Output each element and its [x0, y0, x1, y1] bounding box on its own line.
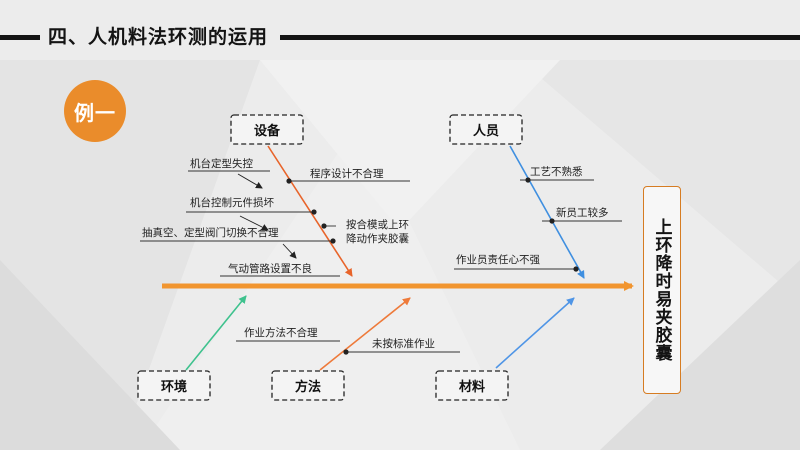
effect-box: 上环降时易夹胶囊 — [643, 186, 681, 394]
cause-equipment-6: 气动管路设置不良 — [228, 262, 312, 275]
category-box-environment — [137, 370, 211, 401]
example-badge: 例一 — [64, 80, 126, 142]
cause-equipment-2: 程序设计不合理 — [310, 167, 384, 180]
cause-dot-method-2 — [343, 349, 349, 355]
cause-personnel-2: 新员工较多 — [556, 206, 609, 219]
category-label-environment: 环境 — [161, 379, 187, 395]
cause-method-2: 未按标准作业 — [372, 337, 435, 350]
cause-equipment-4: 按合模或上环降动作夹胶囊 — [346, 218, 409, 245]
cause-arrow-equipment-3 — [239, 215, 269, 231]
bone-equipment — [267, 145, 353, 277]
category-label-material: 材料 — [459, 379, 485, 395]
cause-equipment-5: 抽真空、定型阀门切换不合理 — [142, 226, 279, 239]
bone-personnel — [509, 145, 585, 279]
cause-equipment-3: 机台控制元件损坏 — [190, 196, 274, 209]
category-label-personnel: 人员 — [473, 123, 499, 139]
cause-equipment-1: 机台定型失控 — [190, 157, 253, 170]
effect-label: 上环降时易夹胶囊 — [651, 218, 672, 362]
example-badge-label: 例一 — [74, 100, 116, 125]
category-box-material — [435, 370, 509, 401]
cause-dot-equipment-5 — [330, 238, 336, 244]
header-bar: 四、人机料法环测的运用 — [0, 22, 800, 52]
category-box-equipment — [230, 114, 304, 145]
cause-method-1: 作业方法不合理 — [244, 326, 318, 339]
cause-personnel-1: 工艺不熟悉 — [530, 165, 583, 178]
category-box-method — [271, 370, 345, 401]
category-label-equipment: 设备 — [254, 123, 281, 139]
cause-dot-equipment-4 — [321, 223, 327, 229]
cause-dot-personnel-1 — [525, 177, 531, 183]
bone-environment — [185, 295, 247, 371]
cause-arrow-equipment-5 — [282, 243, 297, 259]
header-rule-left — [0, 35, 40, 40]
bone-method — [319, 297, 411, 371]
cause-personnel-3: 作业员责任心不强 — [456, 253, 540, 266]
category-label-method: 方法 — [295, 379, 321, 395]
cause-arrow-equipment-1 — [237, 173, 263, 189]
cause-dot-personnel-3 — [573, 266, 579, 272]
category-box-personnel — [449, 114, 523, 145]
page-title: 四、人机料法环测的运用 — [48, 26, 269, 48]
header-rule-right — [280, 35, 800, 40]
cause-dot-personnel-2 — [549, 218, 555, 224]
bone-material — [495, 297, 575, 369]
cause-dot-equipment-3 — [311, 209, 317, 215]
cause-dot-equipment-2 — [286, 178, 292, 184]
